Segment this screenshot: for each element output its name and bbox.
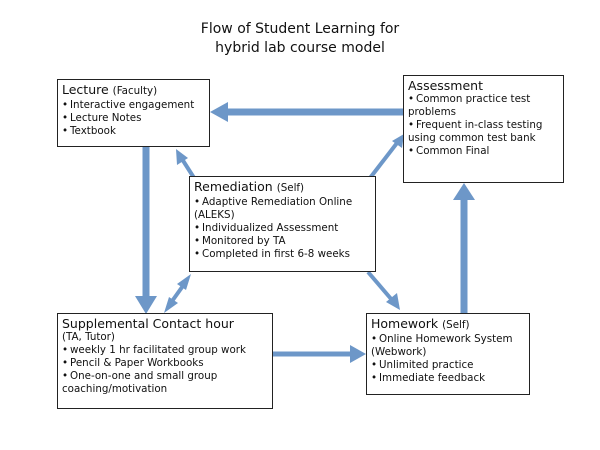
remediation-role: (Self)	[276, 182, 305, 194]
arrow-remediation-to-assessment	[368, 141, 399, 180]
lecture-item: •Textbook	[62, 125, 116, 137]
homework-item: •Unlimited practice	[371, 359, 474, 371]
arrowhead-supplemental-diag	[164, 297, 178, 313]
supplemental-subheading: (TA, Tutor)	[62, 331, 115, 343]
arrowhead-lecture	[210, 102, 228, 122]
remediation-heading: Remediation (Self)	[194, 179, 305, 194]
remediation-item: •Monitored by TA	[194, 235, 286, 247]
arrowhead-supplemental	[135, 296, 157, 314]
arrowhead-homework	[350, 345, 366, 363]
arrowhead-assessment-diag	[392, 134, 404, 148]
diagram-title: Flow of Student Learning for hybrid lab …	[0, 20, 600, 58]
lecture-box: Lecture (Faculty) •Interactive engagemen…	[57, 79, 210, 147]
lecture-item: •Interactive engagement	[62, 99, 195, 111]
lecture-item: •Lecture Notes	[62, 112, 142, 124]
arrowhead-lecture-diag	[176, 149, 188, 165]
assessment-item: •Frequent in-class testing using common …	[408, 119, 543, 144]
remediation-box: Remediation (Self) •Adaptive Remediation…	[189, 176, 376, 272]
assessment-box: Assessment •Common practice test problem…	[403, 75, 564, 183]
lecture-role: (Faculty)	[112, 85, 158, 97]
title-line-2: hybrid lab course model	[215, 40, 385, 56]
lecture-heading: Lecture (Faculty)	[62, 82, 158, 97]
remediation-item: •Completed in first 6-8 weeks	[194, 248, 350, 260]
homework-role: (Self)	[442, 319, 470, 331]
supplemental-heading: Supplemental Contact hour	[62, 316, 234, 331]
arrowhead-remediation-diag	[177, 274, 191, 290]
title-line-1: Flow of Student Learning for	[200, 21, 400, 37]
assessment-item: •Common Final	[408, 145, 490, 157]
remediation-item: •Individualized Assessment	[194, 222, 339, 234]
homework-box: Homework (Self) •Online Homework System …	[366, 313, 530, 395]
supplemental-box: Supplemental Contact hour (TA, Tutor) •w…	[57, 313, 273, 409]
arrowhead-homework-diag	[386, 293, 400, 310]
homework-item: •Online Homework System (Webwork)	[371, 333, 513, 358]
supplemental-item: •Pencil & Paper Workbooks	[62, 357, 204, 369]
supplemental-item: •weekly 1 hr facilitated group work	[62, 344, 246, 356]
arrow-remediation-to-homework	[366, 270, 394, 302]
assessment-heading: Assessment	[408, 78, 483, 93]
homework-item: •Immediate feedback	[371, 372, 486, 384]
assessment-item: •Common practice test problems	[408, 93, 531, 118]
arrowhead-assessment	[453, 183, 475, 200]
remediation-item: •Adaptive Remediation Online (ALEKS)	[194, 196, 353, 221]
supplemental-item: •One-on-one and small group coaching/mot…	[62, 370, 218, 395]
homework-heading: Homework (Self)	[371, 316, 470, 331]
